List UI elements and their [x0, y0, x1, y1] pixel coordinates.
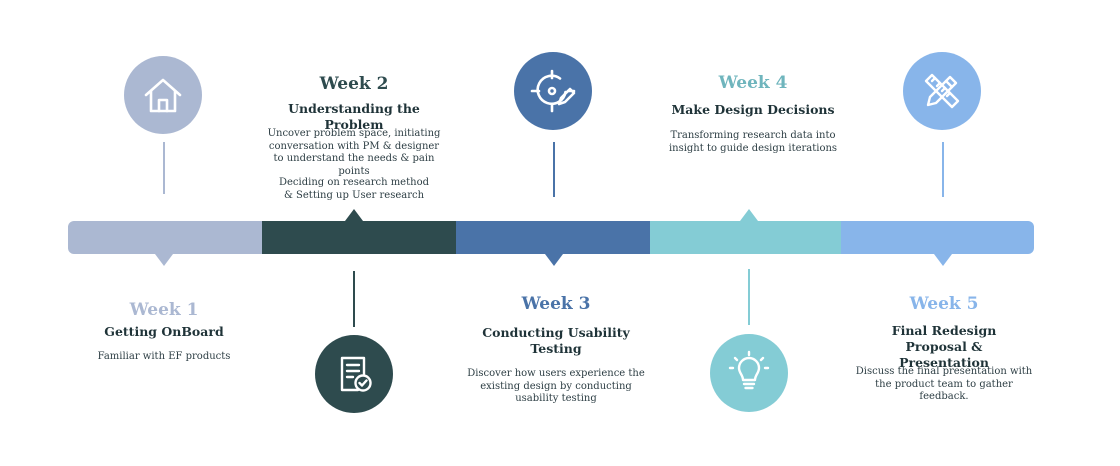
- week3-label: Week 3: [521, 294, 591, 314]
- timeline-segment-week3: [456, 221, 651, 254]
- week3-description: Discover how users experience the existi…: [467, 368, 645, 404]
- week5-icon-circle: [903, 52, 981, 130]
- pointer-week3: [545, 254, 563, 266]
- week4-description: Transforming research data into insight …: [668, 130, 838, 154]
- target-pencil-icon: [530, 69, 576, 113]
- week2-icon-circle: [315, 335, 393, 413]
- lightbulb-icon: [728, 350, 770, 390]
- home-icon: [144, 78, 182, 113]
- timeline-segment-week4: [650, 221, 842, 254]
- week2-description-secondary: Deciding on research method & Setting up…: [279, 177, 429, 201]
- timeline-segment-week2: [262, 221, 457, 254]
- timeline-segment-week5: [841, 221, 1034, 254]
- pencil-ruler-icon: [924, 73, 960, 109]
- week4-icon-circle: [710, 334, 788, 412]
- pointer-week4: [740, 209, 758, 221]
- week1-title: Getting OnBoard: [104, 324, 224, 339]
- connector-week4: [748, 269, 750, 325]
- week3-icon-circle: [514, 52, 592, 130]
- connector-week5: [942, 142, 944, 197]
- week5-label: Week 5: [909, 294, 979, 314]
- checklist-document-icon: [340, 356, 372, 392]
- week2-title: Understanding the Problem: [288, 101, 420, 132]
- connector-week3: [553, 142, 555, 197]
- week2-description: Uncover problem space, initiating conver…: [267, 128, 441, 177]
- week1-description: Familiar with EF products: [97, 351, 231, 362]
- connector-week2: [353, 271, 355, 327]
- timeline-segment-week1: [68, 221, 263, 254]
- week4-title: Make Design Decisions: [671, 102, 835, 117]
- week1-icon-circle: [124, 56, 202, 134]
- week4-label: Week 4: [718, 73, 788, 93]
- week1-label: Week 1: [129, 300, 199, 320]
- week5-description: Discuss the final presentation with the …: [855, 366, 1033, 402]
- pointer-week1: [155, 254, 173, 266]
- week5-title: Final Redesign Proposal & Presentation: [891, 323, 997, 370]
- week3-title: Conducting Usability Testing: [482, 325, 630, 356]
- week2-label: Week 2: [319, 74, 389, 94]
- pointer-week5: [934, 254, 952, 266]
- pointer-week2: [345, 209, 363, 221]
- connector-week1: [163, 142, 165, 194]
